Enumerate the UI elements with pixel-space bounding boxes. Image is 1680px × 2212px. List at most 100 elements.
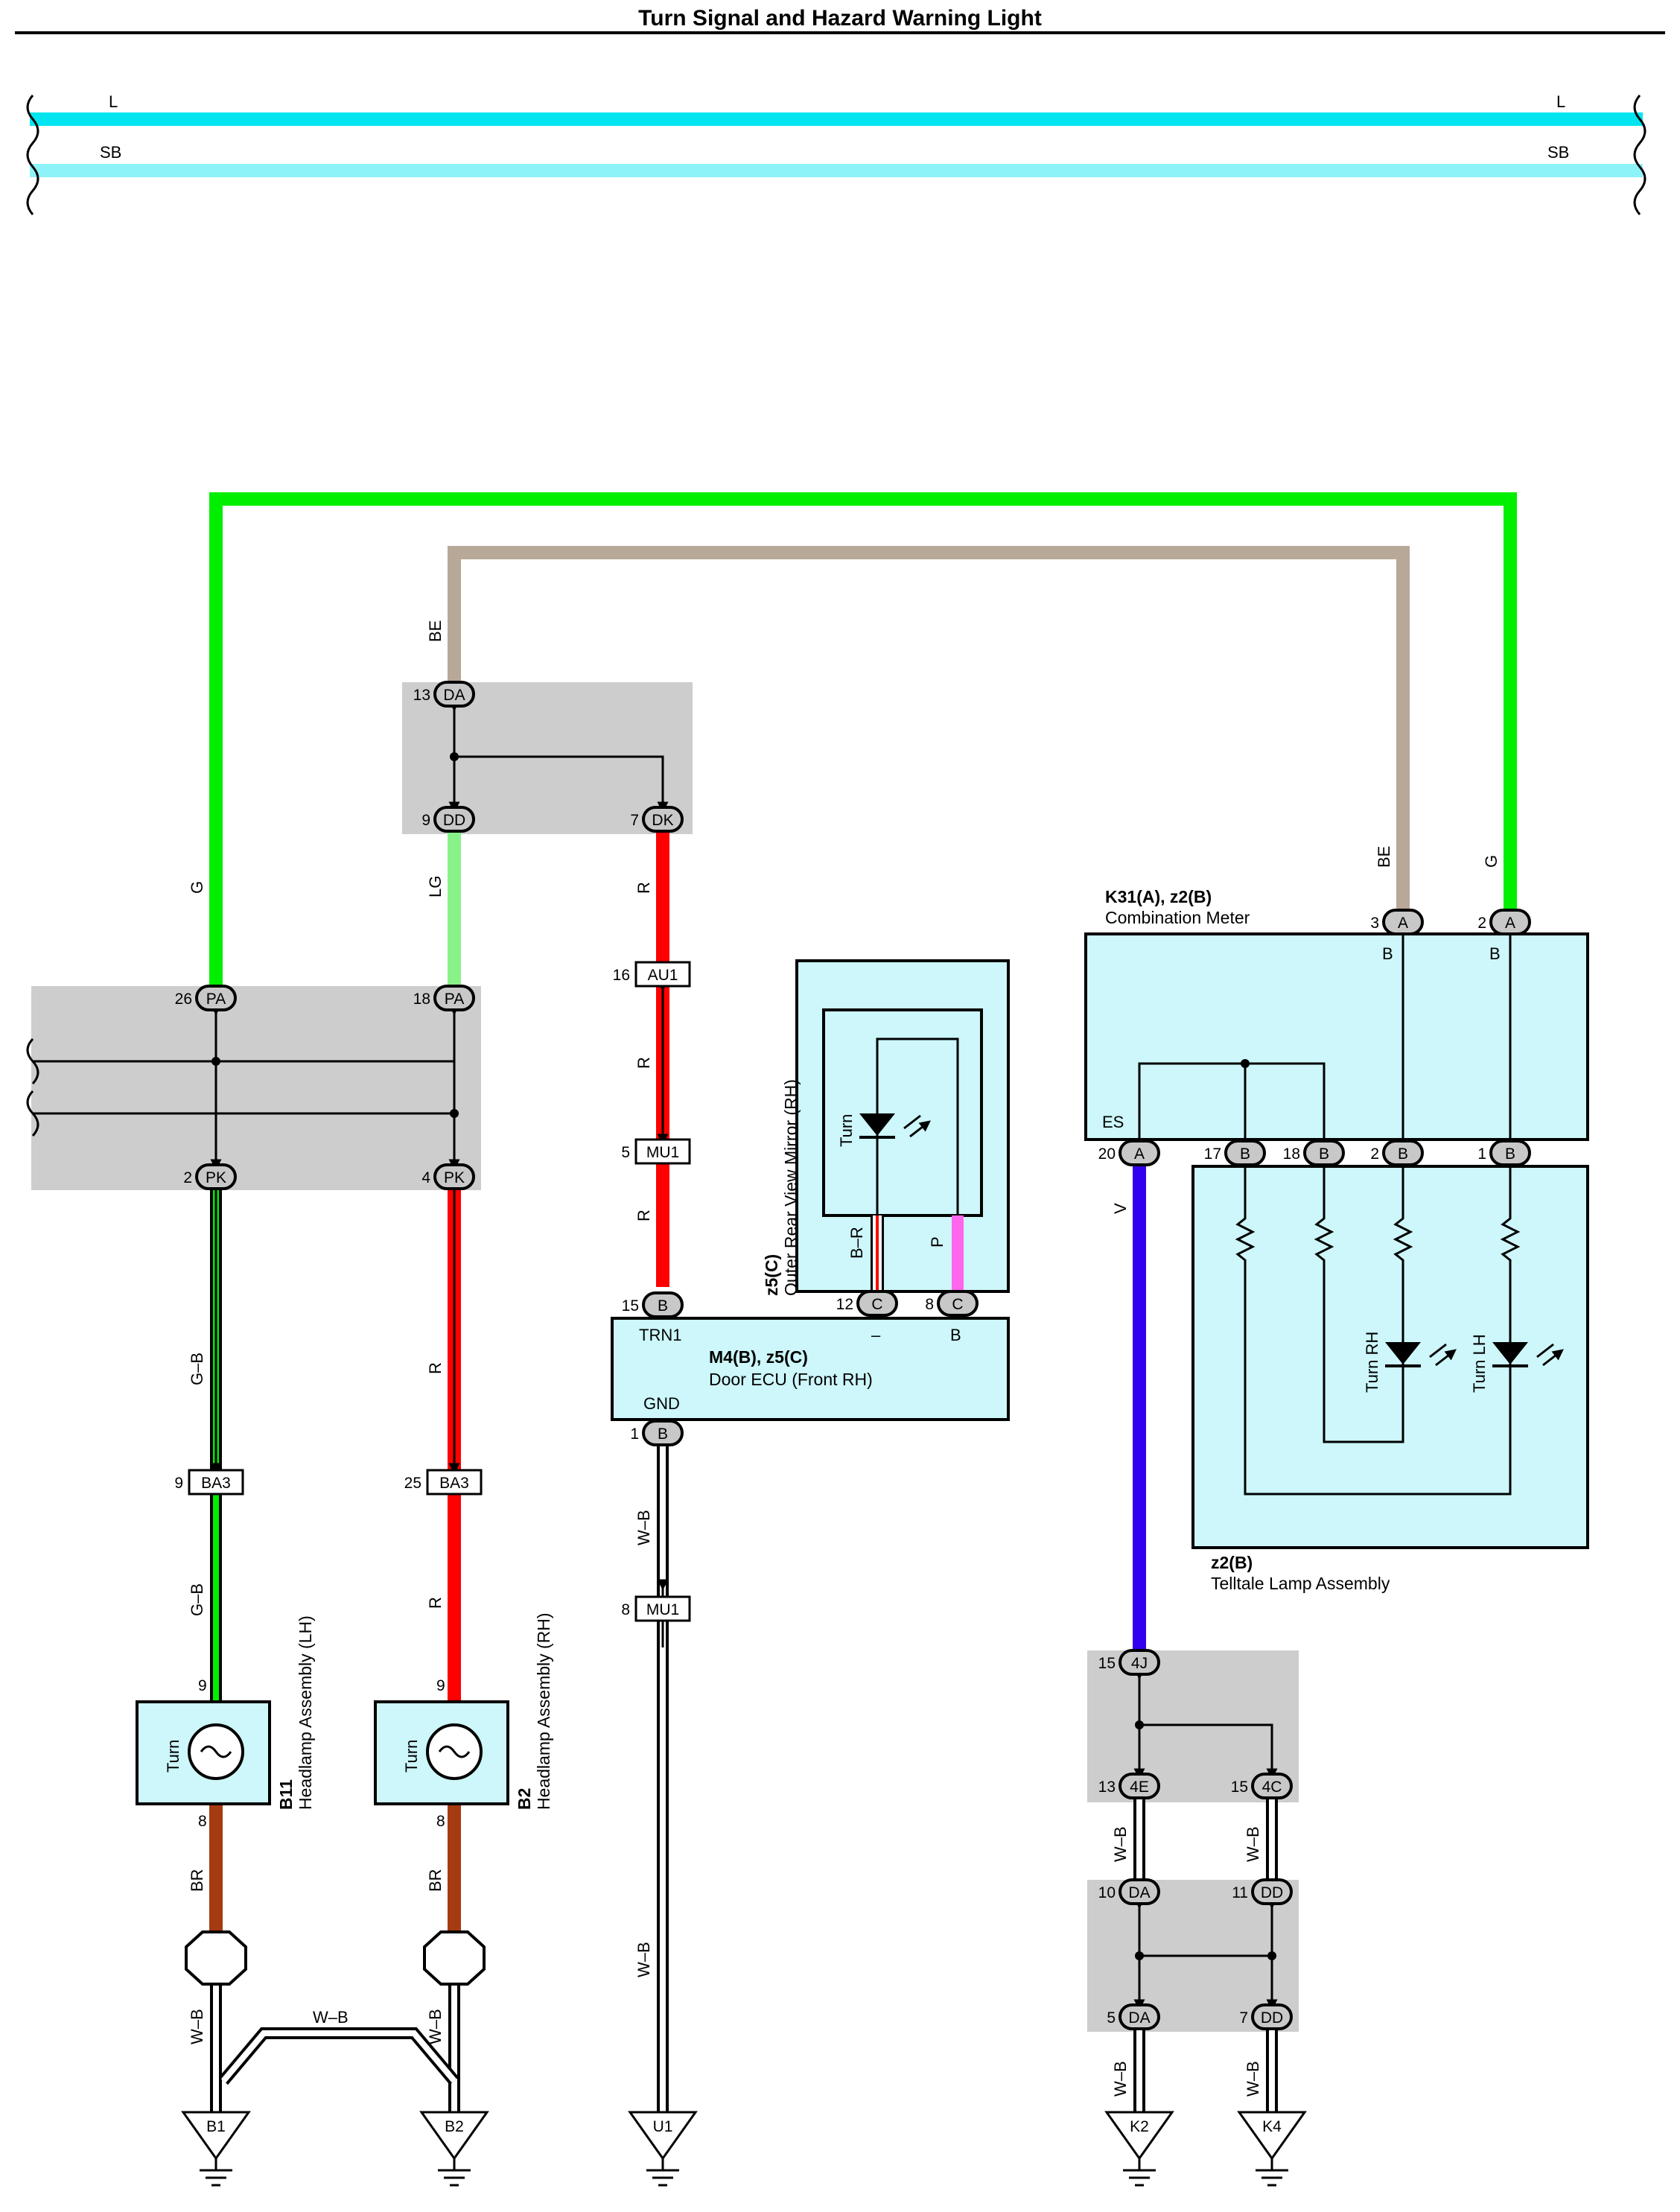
connector-code: DA <box>1128 2009 1150 2027</box>
connector-code: DD <box>1261 1884 1283 1901</box>
connector-pin: 5 <box>1107 2009 1116 2027</box>
connector-pin: 15 <box>1231 1779 1248 1796</box>
connector-pk2: PK 2 <box>183 1163 237 1190</box>
connector-pin: 1 <box>1477 1145 1486 1163</box>
wire-wb8-label: W–B <box>1111 2061 1130 2097</box>
bus-l-label-left: L <box>109 92 118 111</box>
bus-l-label-right: L <box>1556 92 1565 111</box>
connector-pin: 7 <box>1239 2009 1248 2027</box>
junction-block-left <box>31 986 481 1190</box>
connector-mir_c12: C 12 <box>836 1290 898 1317</box>
headlamp-lh-pin-bot: 8 <box>198 1813 207 1830</box>
wire-v-label: V <box>1111 1203 1130 1214</box>
connector-pin: 2 <box>183 1169 192 1186</box>
connector-code: PK <box>206 1169 226 1186</box>
meter-pin-b-label-1: B <box>1382 944 1393 963</box>
connector-dd_top: DD9 <box>421 806 475 833</box>
wire-wb6-label: W–B <box>1111 1826 1130 1862</box>
connector-pin: 15 <box>1098 1655 1116 1672</box>
connector-code: BA3 <box>201 1475 231 1492</box>
bus-lines: L L SB SB <box>26 92 1646 215</box>
wire-rhl1-label: R <box>426 1362 445 1374</box>
connector-j_da10: DA 10 <box>1098 1878 1160 1905</box>
connector-pin: 8 <box>925 1296 934 1313</box>
wire-be-label: BE <box>426 620 445 642</box>
combination-meter-box <box>1084 932 1589 1141</box>
wire-wb3-label: W–B <box>313 2008 349 2027</box>
door-ecu-box <box>611 1317 1010 1421</box>
connector-m_b1: B1 <box>1477 1140 1531 1166</box>
bus-break-left <box>26 95 39 215</box>
connector-code: MU1 <box>646 1601 679 1618</box>
connector-pin: 3 <box>1370 915 1379 932</box>
ground-k4: K4 <box>1237 2111 1307 2187</box>
meter-internals <box>1138 934 1512 1153</box>
wire-lg-label: LG <box>426 876 445 897</box>
connector-pin: 11 <box>1232 1884 1248 1901</box>
wire-wb-4e-4c <box>1133 1798 1278 1880</box>
connector-pin: 18 <box>413 991 430 1008</box>
grounds: B1 B2 U1 K2 K4 <box>181 2111 1307 2187</box>
ground-u1: U1 <box>628 2111 698 2187</box>
wire-g-label: G <box>188 881 206 894</box>
ground-k2: K2 <box>1104 2111 1174 2187</box>
led-turn-rh-icon <box>1385 1342 1452 1367</box>
junction-top-internals <box>448 700 669 813</box>
wire-g2-label: G <box>1482 855 1501 868</box>
connector-pin: 10 <box>1098 1884 1116 1901</box>
door-ecu-code: M4(B), z5(C) <box>709 1347 808 1367</box>
wire-r2-label: R <box>634 1057 653 1069</box>
connector-code: DA <box>1128 1884 1150 1901</box>
bus-break-right <box>1633 95 1646 215</box>
connector-m_a3: A3 <box>1370 909 1424 935</box>
wire-r1-label: R <box>634 882 653 894</box>
connector-pin: 15 <box>622 1297 639 1315</box>
telltale-code: z2(B) <box>1211 1553 1253 1572</box>
door-ecu-minus: – <box>871 1326 881 1344</box>
connector-code: DD <box>1261 2009 1283 2027</box>
connector-code: A <box>1505 915 1515 932</box>
splice-octagon-rh <box>423 1930 486 1986</box>
meter-code: K31(A), z2(B) <box>1105 887 1212 906</box>
page-title: Turn Signal and Hazard Warning Light <box>638 6 1042 31</box>
connector-code: DD <box>443 812 465 829</box>
wire-be <box>448 546 1410 910</box>
connector-m_b2: B2 <box>1370 1140 1424 1166</box>
mirror-name: Outer Rear View Mirror (RH) <box>781 1079 801 1296</box>
headlamp-lh-code: B11 <box>276 1779 296 1810</box>
telltale-turn-rh-label: Turn RH <box>1363 1332 1381 1393</box>
connector-j_da5: DA 5 <box>1107 2003 1160 2030</box>
connector-code: C <box>952 1296 963 1313</box>
junction-4j-internals <box>1133 1668 1278 1780</box>
ground-b1: B1 <box>181 2111 251 2187</box>
connector-pin: 8 <box>621 1601 630 1618</box>
connector-mir_c8: C8 <box>925 1290 979 1317</box>
wire-br1-label: BR <box>188 1869 206 1892</box>
wire-gb2-label: G–B <box>188 1583 206 1616</box>
junction-left-internals <box>26 1004 460 1171</box>
connector-code: A <box>1134 1145 1145 1163</box>
connector-pin: 2 <box>1477 915 1486 932</box>
connector-code: C <box>871 1296 882 1313</box>
connector-m_b17: B17 <box>1204 1140 1266 1166</box>
meter-pin-b-label-2: B <box>1489 944 1501 963</box>
mirror-br-label: B–R <box>847 1227 866 1259</box>
wire-be2-label: BE <box>1375 846 1393 868</box>
connector-pin: 16 <box>613 967 630 984</box>
ground-label: U1 <box>653 2118 673 2135</box>
connector-code: B <box>1398 1145 1408 1163</box>
telltale-box <box>1191 1165 1589 1549</box>
connector-code: PA <box>206 991 226 1008</box>
connector-code: MU1 <box>646 1144 679 1161</box>
ground-b2: B2 <box>419 2111 489 2187</box>
wire-wb2-label: W–B <box>426 2009 445 2044</box>
ground-label: B2 <box>445 2118 464 2135</box>
splice-octagon-lh <box>185 1930 247 1986</box>
connector-pin: 12 <box>836 1296 853 1313</box>
